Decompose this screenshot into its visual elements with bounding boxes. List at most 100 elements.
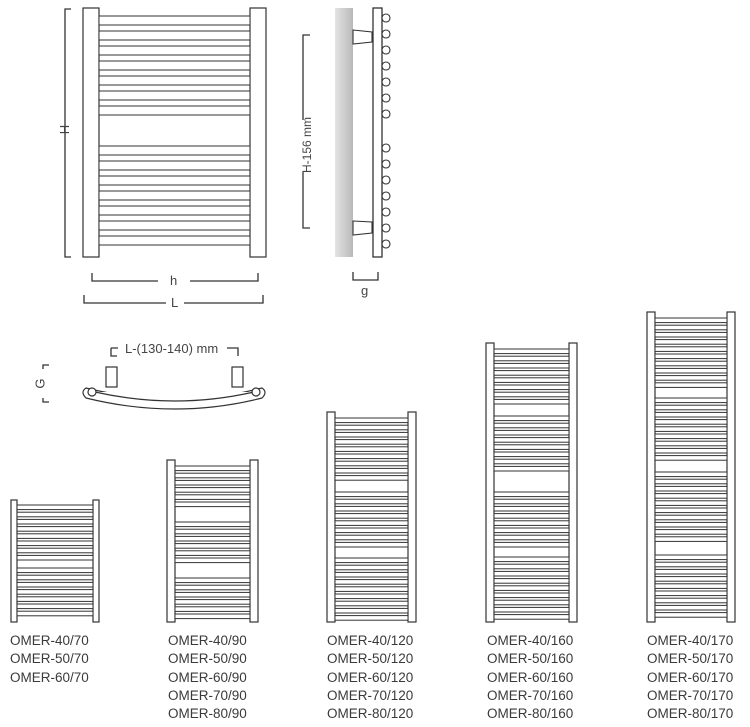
- model-label: OMER-50/70: [10, 651, 89, 667]
- towel-bar: [334, 467, 409, 474]
- towel-bar: [334, 600, 409, 607]
- towel-bar: [334, 460, 409, 467]
- towel-bar: [174, 501, 251, 508]
- bar-section: [381, 175, 391, 185]
- towel-bar: [654, 561, 728, 568]
- right-rail: [407, 411, 417, 623]
- towel-bar: [174, 479, 251, 486]
- wall-bracket: [352, 29, 373, 236]
- side-view: [335, 7, 391, 258]
- towel-bar: [654, 331, 728, 338]
- towel-bar: [654, 471, 728, 478]
- towel-bar: [493, 520, 570, 526]
- label-top-spacing: L-(130-140) mm: [125, 341, 219, 356]
- towel-bar: [493, 398, 570, 405]
- model-label: OMER-70/90: [168, 687, 247, 703]
- bar-section: [381, 239, 391, 249]
- dim-top-spacing: [110, 347, 239, 357]
- left-rail: [82, 7, 100, 258]
- towel-bar: [493, 592, 570, 599]
- towel-bar: [334, 475, 409, 481]
- towel-bar: [654, 419, 728, 425]
- towel-bar: [98, 30, 251, 41]
- model-label: OMER-50/120: [327, 651, 414, 667]
- towel-bar: [654, 447, 728, 454]
- top-view: [82, 366, 266, 410]
- model-label: OMER-40/90: [168, 633, 247, 648]
- model-label: OMER-70/160: [487, 687, 574, 703]
- towel-bar: [174, 606, 251, 612]
- towel-bar: [98, 190, 251, 201]
- towel-bar: [654, 507, 728, 514]
- towel-bar: [98, 15, 251, 26]
- model-drawings: [10, 311, 736, 623]
- towel-bar: [16, 554, 94, 561]
- towel-bar: [654, 576, 728, 582]
- towel-bar: [654, 426, 728, 432]
- model-label: OMER-40/170: [647, 633, 734, 648]
- model-label: OMER-70/120: [327, 687, 414, 703]
- towel-bar: [334, 571, 409, 578]
- towel-bar: [493, 370, 570, 376]
- towel-bar: [493, 578, 570, 584]
- towel-bar: [654, 375, 728, 381]
- end-cap-right: [251, 387, 261, 397]
- towel-bar: [174, 550, 251, 556]
- towel-bar: [493, 429, 570, 436]
- bar-section: [381, 77, 391, 87]
- towel-bar: [16, 518, 94, 525]
- model-label: OMER-80/170: [647, 706, 734, 722]
- towel-bar: [654, 554, 728, 561]
- towel-bar: [493, 444, 570, 450]
- towel-bar: [493, 422, 570, 429]
- towel-bar: [334, 446, 409, 452]
- towel-bar: [174, 487, 251, 493]
- towel-bar: [334, 586, 409, 592]
- bar-section: [381, 109, 391, 119]
- towel-bar: [98, 60, 251, 71]
- towel-bar: [654, 568, 728, 575]
- towel-bar: [334, 439, 409, 445]
- towel-bar: [654, 382, 728, 388]
- towel-bar: [334, 513, 409, 519]
- towel-bar: [654, 433, 728, 440]
- bar-section: [381, 61, 391, 71]
- model-label: OMER-60/170: [647, 669, 734, 685]
- top-curve-inner: [94, 391, 255, 402]
- model-label: OMER-40/120: [327, 633, 414, 648]
- radiator-model-70: [10, 499, 100, 623]
- bar-section: [381, 93, 391, 103]
- bar-section: [381, 159, 391, 169]
- towel-bar: [334, 615, 409, 621]
- model-label: OMER-80/160: [487, 706, 574, 722]
- dim-h: [91, 273, 259, 282]
- towel-bar: [654, 360, 728, 367]
- towel-bar: [493, 391, 570, 398]
- towel-bar: [493, 377, 570, 383]
- towel-bar: [334, 534, 409, 541]
- towel-bar: [98, 45, 251, 56]
- side-rail: [372, 7, 383, 258]
- towel-bar: [16, 511, 94, 518]
- radiator-model-160: [485, 342, 578, 623]
- right-rail: [726, 311, 736, 623]
- towel-bar: [493, 563, 570, 570]
- towel-bar: [334, 491, 409, 498]
- towel-bar: [334, 541, 409, 548]
- towel-bar: [654, 493, 728, 499]
- towel-bar: [334, 417, 409, 424]
- towel-bar: [654, 411, 728, 418]
- towel-bar: [16, 547, 94, 554]
- left-rail: [10, 499, 18, 623]
- bar-section: [381, 29, 391, 39]
- towel-bar: [334, 520, 409, 526]
- bar-section: [381, 207, 391, 217]
- bar-section: [381, 143, 391, 153]
- bar-section: [381, 45, 391, 55]
- pipe-right: [231, 366, 244, 388]
- radiator-model-90: [166, 459, 259, 623]
- end-cap-left: [87, 387, 97, 397]
- right-rail: [249, 459, 259, 623]
- towel-bar: [654, 367, 728, 374]
